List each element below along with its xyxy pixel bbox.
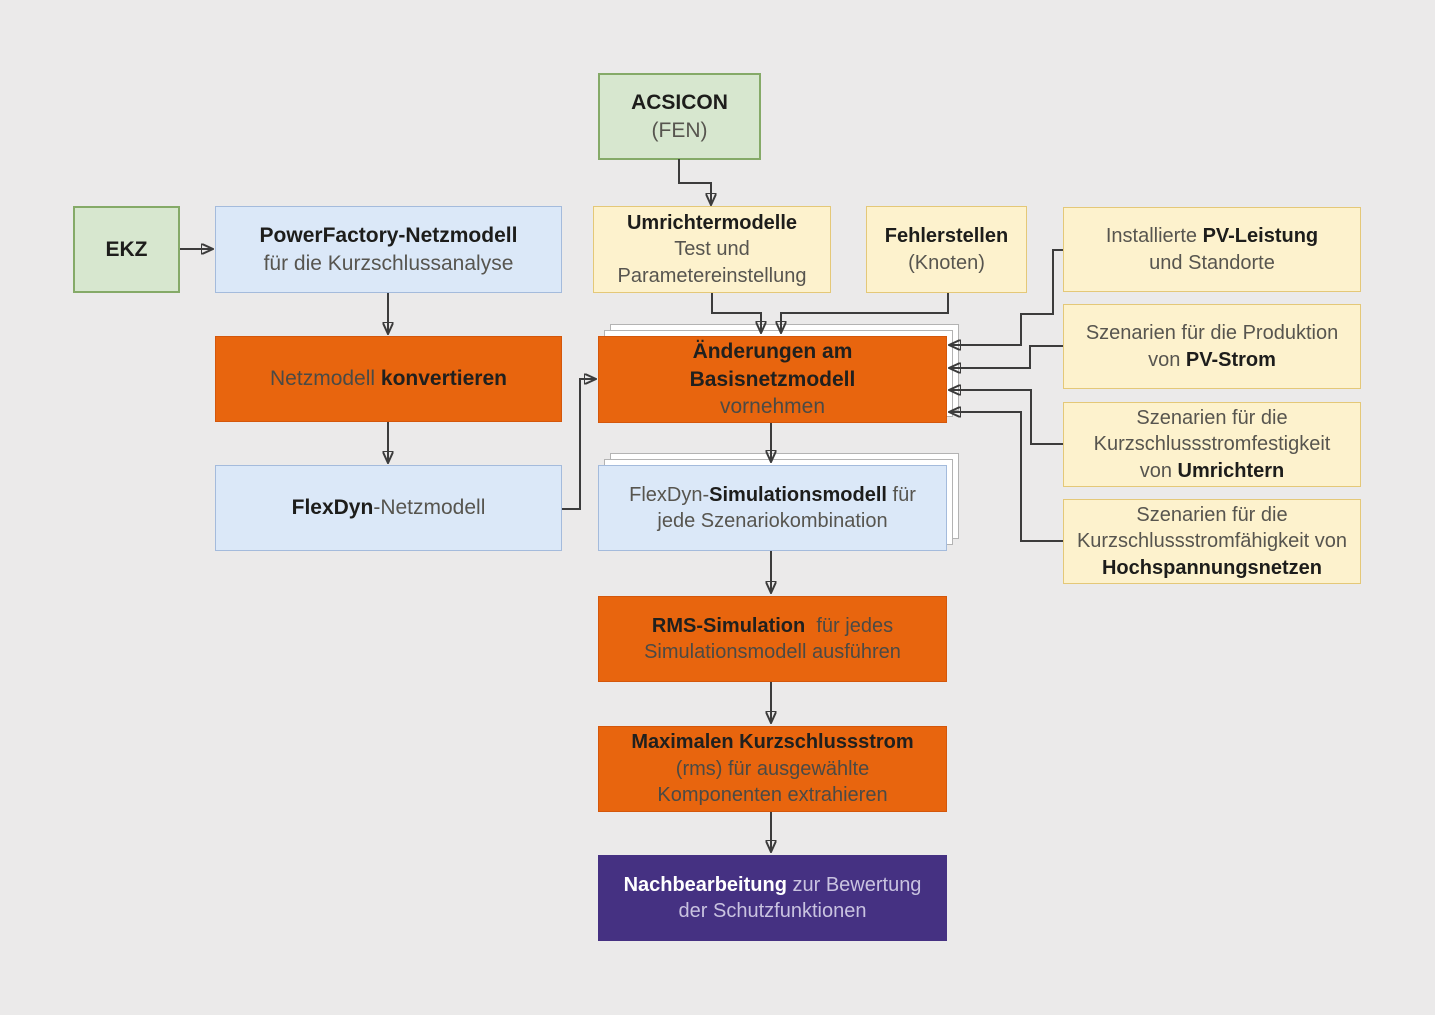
text-line: FlexDyn-Simulationsmodell für [629,483,916,506]
text-line: Test und [674,238,750,261]
text-line: Maximalen Kurzschlussstrom [631,731,914,754]
text-line: von PV-Strom [1148,348,1276,371]
node-fehlerstellen: Fehlerstellen (Knoten) [866,206,1027,293]
text-line: EKZ [105,237,148,261]
text-line: jede Szenariokombination [657,510,888,532]
text-line: vornehmen [719,395,826,419]
text-line: (rms) für ausgewählte [675,757,870,780]
edge-pvstrom-aenderungen [951,345,1063,368]
node-szenarien-pv-strom: Szenarien für die Produktion von PV-Strom [1063,304,1361,389]
node-installierte-pv-leistung: Installierte PV-Leistung und Standorte [1063,207,1361,292]
text-line: und Standorte [1149,251,1275,274]
text-line: Kurzschlussstromfestigkeit [1093,433,1331,456]
edge-flexdyn-aenderungen [562,379,594,510]
text-line: Fehlerstellen [884,225,1009,248]
node-powerfactory-netzmodell: PowerFactory-Netzmodell für die Kurzschlu… [215,206,562,293]
edge-hochspannungsnetze-aenderungen [951,412,1063,542]
text-line: Nachbearbeitung zur Bewertung [623,873,922,896]
text-line: Umrichtermodelle [626,211,798,234]
text-line: ACSICON [631,90,728,114]
node-acsicon: ACSICON (FEN) [598,73,761,160]
text-line: Szenarien für die [1136,406,1288,429]
text-line: (FEN) [651,118,708,142]
node-nachbearbeitung: Nachbearbeitung zur Bewertung der Schutzf… [598,855,947,941]
text-line: der Schutzfunktionen [678,900,867,922]
edge-acsicon-umrichtermodelle [678,159,711,203]
node-flexdyn-netzmodell: FlexDyn-Netzmodell [215,465,562,551]
text-line: von Umrichtern [1139,459,1285,482]
text-line: Szenarien für die Produktion [1085,322,1339,345]
text-line: Szenarien für die [1136,503,1288,526]
node-flexdyn-simulationsmodell: FlexDyn-Simulationsmodell für jede Szenar… [598,465,947,551]
text-line: (Knoten) [908,251,985,274]
text-line: Komponenten extrahieren [657,784,888,807]
text-line: Simulationsmodell ausführen [644,641,901,663]
node-ekz: EKZ [73,206,180,293]
node-netzmodell-konvertieren: Netzmodell konvertieren [215,336,562,422]
text-line: Parametereinstellung [617,264,807,287]
node-aenderungen-basisnetzmodell: Änderungen am Basisnetzmodell vornehmen [598,336,947,423]
edge-umrichtern-aenderungen [951,390,1063,445]
text-line: Installierte PV-Leistung [1105,225,1319,248]
text-line: Hochspannungsnetzen [1101,556,1322,579]
node-maximalen-kurzschlussstrom: Maximalen Kurzschlussstrom (rms) für ausg… [598,726,947,812]
text-line: FlexDyn-Netzmodell [291,496,486,520]
text-line: für die Kurzschlussanalyse [263,251,514,275]
text-line: PowerFactory-Netzmodell [259,223,518,247]
text-line: Änderungen am Basisnetzmodell [689,339,859,391]
text-line: Netzmodell konvertieren [270,367,507,391]
text-line: RMS-Simulation für jedes [651,614,894,637]
text-line: Kurzschlussstromfähigkeit von [1076,530,1348,553]
